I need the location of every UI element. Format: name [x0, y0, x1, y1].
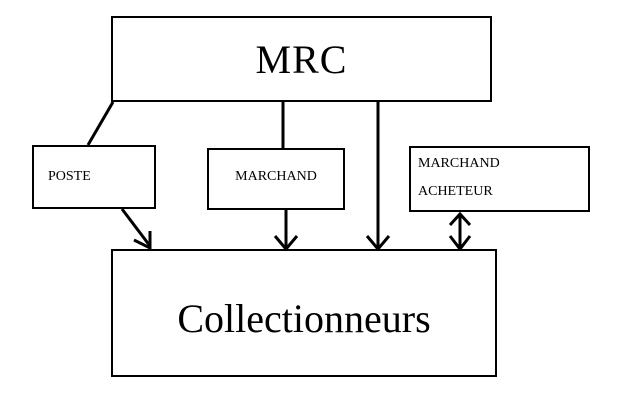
node-collectionneurs-label: Collectionneurs: [177, 295, 431, 341]
node-marchand-acheteur: MARCHAND ACHETEUR: [409, 146, 590, 212]
node-marchand-acheteur-label-line2: ACHETEUR: [418, 184, 493, 199]
node-mrc-label: MRC: [255, 36, 348, 82]
edge-mrc-collectionneurs: [365, 102, 391, 252]
node-poste: POSTE: [32, 145, 156, 209]
node-poste-label: POSTE: [48, 169, 91, 184]
edge-mrc-poste: [86, 101, 115, 146]
node-marchand-label: MARCHAND: [235, 169, 317, 184]
edge-marchandacheteur-collectionneurs: [448, 211, 472, 252]
node-mrc: MRC: [111, 16, 492, 102]
node-marchand-acheteur-label-line1: MARCHAND: [418, 156, 500, 171]
node-marchand: MARCHAND: [207, 148, 345, 210]
edge-marchand-collectionneurs: [273, 210, 299, 252]
node-collectionneurs: Collectionneurs: [111, 249, 497, 377]
edge-poste-collectionneurs: [120, 208, 152, 251]
